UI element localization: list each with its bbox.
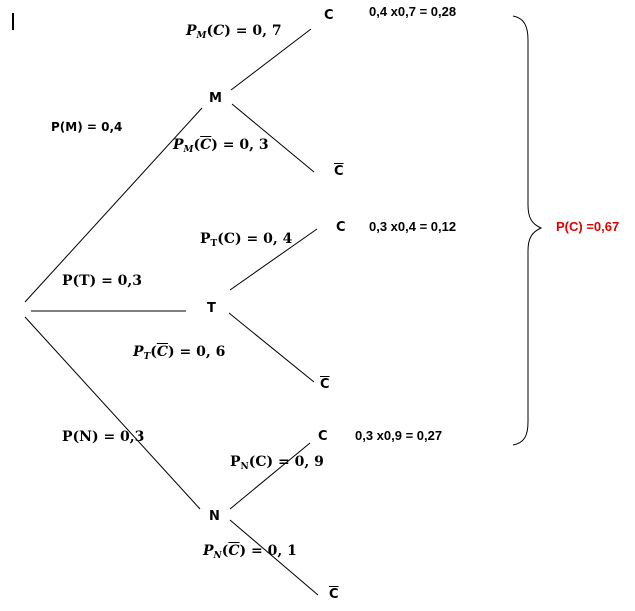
label-p-n: P(N) = 0,3 <box>62 429 145 445</box>
calc-n-c: 0,3 x0,9 = 0,27 <box>355 428 443 443</box>
node-n-cbar: C <box>329 587 339 602</box>
label-pn-c: PN(C) = 0, 9 <box>230 454 324 472</box>
branch-root-m <box>24 107 203 303</box>
label-pm-c: PM(C) = 0, 7 <box>186 23 282 41</box>
label-p-m: P(M) = 0,4 <box>51 120 123 134</box>
total-probability: P(C) =0,67 <box>556 219 620 234</box>
calc-m-c: 0,4 x0,7 = 0,28 <box>369 4 457 19</box>
branch-t-c <box>229 228 318 291</box>
branch-m-cbar <box>231 103 315 173</box>
node-t-cbar: C <box>320 377 330 392</box>
node-m-c: C <box>324 8 334 23</box>
label-p-t: P(T) = 0,3 <box>62 273 143 289</box>
branch-n-c <box>229 442 311 510</box>
label-pn-cbar: PN(C) = 0, 1 <box>203 543 297 561</box>
node-m: M <box>209 91 222 106</box>
branch-root-n <box>24 316 201 510</box>
node-m-cbar: C <box>334 164 344 179</box>
node-n: N <box>209 509 220 524</box>
node-n-c: C <box>318 429 328 444</box>
node-t-c: C <box>336 220 346 235</box>
label-pt-c: PT(C) = 0, 4 <box>200 231 293 249</box>
label-pt-cbar: PT(C) = 0, 6 <box>133 344 226 362</box>
branch-n-cbar <box>229 519 319 596</box>
summation-brace <box>512 15 543 446</box>
text-cursor <box>12 13 14 30</box>
branch-t-cbar <box>228 312 315 383</box>
node-t: T <box>207 301 216 316</box>
calc-t-c: 0,3 x0,4 = 0,12 <box>369 219 457 234</box>
label-pm-cbar: PM(C) = 0, 3 <box>173 137 269 155</box>
branch-m-c <box>230 28 312 91</box>
